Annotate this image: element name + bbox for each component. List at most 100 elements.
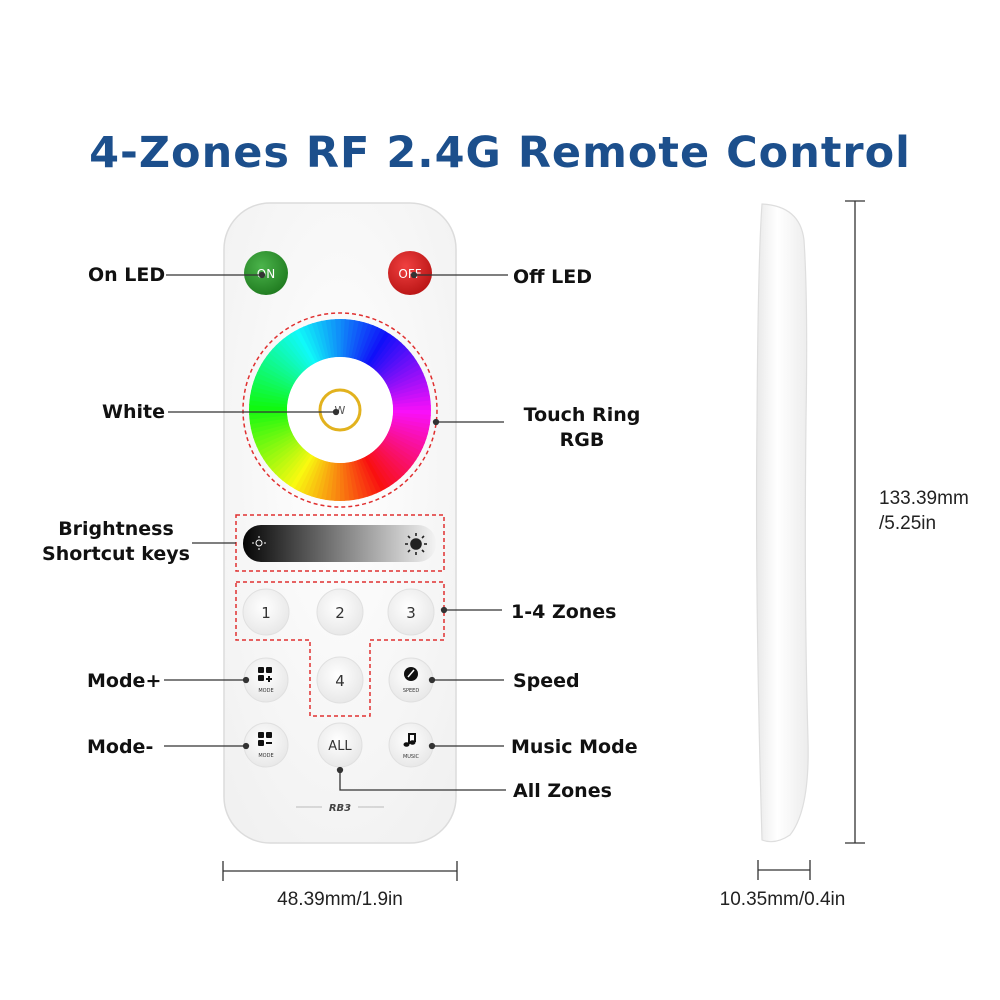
ring-segment <box>347 461 359 501</box>
ring-segment <box>339 462 345 501</box>
ring-segment <box>392 395 431 406</box>
callout-brightness-line1: Brightness <box>58 518 174 540</box>
remote-side-view <box>755 203 809 843</box>
callout-brightness-line2: Shortcut keys <box>42 543 190 565</box>
music-sub: MUSIC <box>403 754 420 760</box>
zone-2-button[interactable] <box>316 588 364 636</box>
ring-segment <box>375 447 405 479</box>
width-dimension: 48.39mm/1.9in <box>277 889 403 910</box>
ring-segment <box>391 421 430 435</box>
on-button[interactable] <box>244 251 288 295</box>
ring-segment <box>253 425 291 443</box>
ring-segment <box>364 328 387 365</box>
ring-segment <box>285 452 312 487</box>
width-dimension-line <box>222 861 458 881</box>
ring-segment <box>274 447 305 478</box>
white-button-label: W <box>335 404 346 417</box>
ring-segment <box>391 386 430 400</box>
callout-zones: 1-4 Zones <box>511 601 617 623</box>
ring-segment <box>375 342 406 373</box>
page-title: 4-Zones RF 2.4G Remote Control <box>89 128 911 178</box>
ring-segment <box>356 323 374 361</box>
ring-segment <box>368 333 395 368</box>
callout-speed: Speed <box>513 670 580 692</box>
height-dimension: 133.39mm /5.25in <box>879 486 969 536</box>
ring-segment <box>381 352 415 380</box>
ring-segment <box>389 426 427 444</box>
height-dimension-mm: 133.39mm <box>879 488 969 509</box>
callout-white: White <box>102 401 165 423</box>
zones-outline <box>235 581 445 717</box>
ring-segment <box>382 356 417 382</box>
ring-segment <box>249 414 288 425</box>
ring-segment <box>353 322 370 360</box>
height-dimension-line <box>845 200 865 844</box>
callout-all-zones: All Zones <box>513 780 612 802</box>
ring-segment <box>253 376 291 394</box>
all-button-label: ALL <box>328 739 352 754</box>
mode-minus-button[interactable] <box>243 722 289 768</box>
height-dimension-in: /5.25in <box>879 513 937 534</box>
ring-segment <box>344 462 355 501</box>
ring-segment <box>389 377 427 395</box>
ring-segment <box>251 423 290 439</box>
music-button[interactable] <box>388 722 434 768</box>
ring-segment <box>388 428 425 448</box>
ring-segment <box>282 335 310 369</box>
ring-segment <box>384 436 419 461</box>
callout-touch-ring: Touch Ring RGB <box>516 403 648 453</box>
off-button[interactable] <box>388 251 432 295</box>
ring-segment <box>315 461 329 500</box>
ring-segment <box>385 364 422 387</box>
ring-segment <box>279 338 308 371</box>
ring-segment <box>368 452 394 487</box>
ring-segment <box>302 458 322 495</box>
zone-4-label: 4 <box>335 672 345 690</box>
ring-segment <box>307 323 325 361</box>
ring-segment <box>250 420 289 434</box>
ring-segment <box>390 423 428 440</box>
ring-segment <box>377 445 408 476</box>
ring-segment <box>271 445 303 475</box>
ring-segment <box>255 372 292 392</box>
ring-segment <box>329 462 338 501</box>
white-button[interactable] <box>318 388 362 432</box>
zone-4-button[interactable] <box>316 656 364 704</box>
ring-segment <box>275 341 305 373</box>
ring-segment <box>272 344 303 375</box>
ring-segment <box>258 363 295 386</box>
ring-segment <box>392 405 431 411</box>
ring-segment <box>386 431 424 453</box>
ring-segment <box>260 436 296 460</box>
ring-segment <box>380 441 414 469</box>
ring-segment <box>256 367 294 389</box>
color-touch-ring[interactable] <box>249 319 431 501</box>
model-label: RB3 <box>329 803 351 814</box>
ring-segment <box>358 325 378 362</box>
ring-segment <box>293 455 316 492</box>
ring-segment <box>324 462 335 501</box>
ring-segment <box>310 460 327 498</box>
callout-music-mode: Music Mode <box>511 736 638 758</box>
ring-segment <box>345 319 356 358</box>
ring-segment <box>311 321 327 360</box>
ring-segment <box>278 449 307 481</box>
mode-plus-icon <box>258 667 272 682</box>
callout-mode-minus: Mode- <box>87 736 154 758</box>
ring-segment <box>392 412 431 421</box>
ring-segment <box>268 442 301 471</box>
ring-segment <box>372 449 401 482</box>
mode-minus-icon <box>258 732 272 746</box>
ring-segment <box>350 461 364 500</box>
zone-1-button[interactable] <box>242 588 290 636</box>
speed-icon <box>404 667 418 681</box>
brightness-slider[interactable] <box>243 525 436 562</box>
ring-segment <box>294 328 317 365</box>
callout-brightness: Brightness Shortcut keys <box>40 517 192 567</box>
callout-on-led: On LED <box>88 264 166 286</box>
zone-3-button[interactable] <box>387 588 435 636</box>
ring-segment <box>263 355 298 382</box>
ring-segment <box>316 320 330 359</box>
zone-2-label: 2 <box>335 604 345 622</box>
ring-segment <box>379 349 412 378</box>
